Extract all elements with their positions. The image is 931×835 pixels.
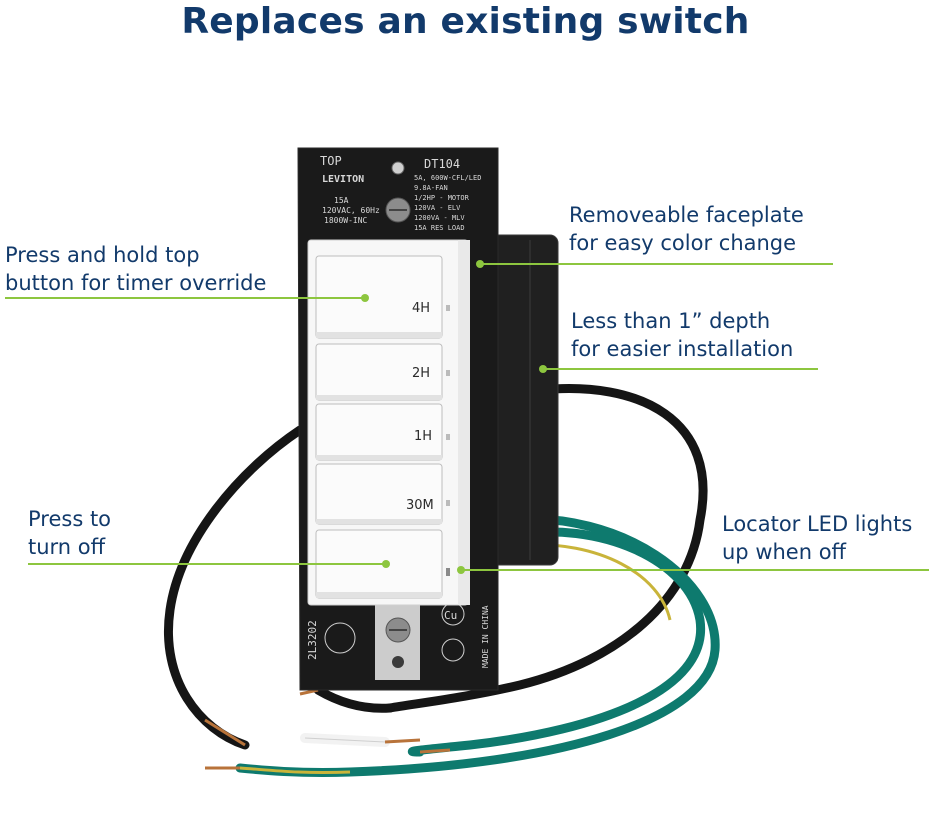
svg-text:120VA - ELV: 120VA - ELV <box>414 204 461 212</box>
top-marking: TOP <box>320 154 342 168</box>
svg-text:1800W-INC: 1800W-INC <box>324 216 368 225</box>
ul-mark <box>324 622 356 654</box>
leader-lines <box>5 260 929 574</box>
right-spec: 5A, 600W-CFL/LED 9.8A-FAN 1/2HP - MOTOR … <box>414 174 481 232</box>
button-label-2h: 2H <box>412 366 430 381</box>
wires <box>164 384 720 778</box>
button-30m[interactable]: 30M <box>315 463 443 525</box>
svg-text:15A RES LOAD: 15A RES LOAD <box>414 224 465 232</box>
callout-faceplate: Removeable faceplate for easy color chan… <box>569 203 804 255</box>
cu-marking: Cu <box>444 609 457 622</box>
callout-turn-off: Press to turn off <box>28 507 112 559</box>
black-wire-left <box>164 425 305 750</box>
button-label-30m: 30M <box>406 498 434 513</box>
brand-marking: LEVITON <box>322 174 364 185</box>
svg-text:9.8A-FAN: 9.8A-FAN <box>414 184 448 192</box>
model-marking: DT104 <box>424 157 460 171</box>
svg-text:15A: 15A <box>334 196 349 205</box>
left-spec: 15A 120VAC, 60Hz 1800W-INC <box>322 196 380 225</box>
page-title: Replaces an existing switch <box>181 1 750 42</box>
button-4h[interactable]: 4H <box>315 255 443 339</box>
code-marking: 2L3202 <box>306 620 319 660</box>
copper-tip <box>204 718 246 747</box>
callout-depth: Less than 1” depth for easier installati… <box>571 309 794 361</box>
black-wire-right <box>385 384 708 713</box>
made-in-marking: MADE IN CHINA <box>481 605 490 668</box>
green-wire-1 <box>408 527 706 757</box>
locator-led-icon <box>446 568 450 576</box>
callout-timer-override: Press and hold top button for timer over… <box>5 243 267 295</box>
svg-text:1200VA - MLV: 1200VA - MLV <box>414 214 465 222</box>
svg-text:120VAC, 60Hz: 120VAC, 60Hz <box>322 206 380 215</box>
button-1h[interactable]: 1H <box>315 403 443 461</box>
callout-locator-led: Locator LED lights up when off <box>722 512 913 564</box>
svg-text:5A, 600W-CFL/LED: 5A, 600W-CFL/LED <box>414 174 481 182</box>
button-label-1h: 1H <box>414 429 432 444</box>
button-2h[interactable]: 2H <box>315 343 443 401</box>
svg-text:1/2HP - MOTOR: 1/2HP - MOTOR <box>414 194 470 202</box>
button-label-4h: 4H <box>412 301 430 316</box>
